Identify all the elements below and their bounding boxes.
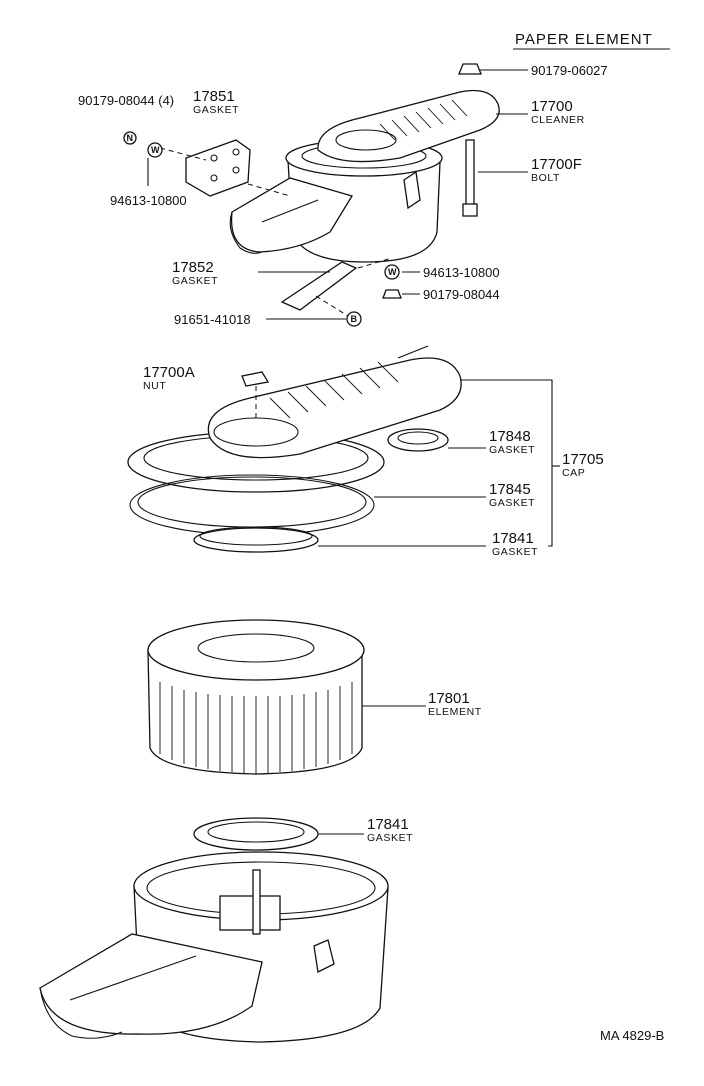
callout-name: GASKET xyxy=(193,104,239,116)
cap-cover-top xyxy=(207,357,462,459)
washer-symbol-letter-right: W xyxy=(388,267,397,277)
cleaner-cap-top xyxy=(317,89,500,163)
callout-number: 90179-08044 (4) xyxy=(78,93,174,108)
snout-mouth xyxy=(229,211,263,254)
callout-gasket-17845: 17845 GASKET xyxy=(489,481,535,509)
callout-name: CAP xyxy=(562,467,585,479)
nut-bracket-symbol xyxy=(123,131,137,145)
callout-name: CLEANER xyxy=(531,114,585,126)
callout-number: 17801 xyxy=(428,690,470,707)
gasket-17841-upper-part xyxy=(193,527,319,553)
gasket-17841-lower-part xyxy=(193,817,319,851)
nut-lower-symbol xyxy=(382,289,402,299)
element-mesh xyxy=(197,633,315,663)
bolt-17700f-head xyxy=(462,203,478,217)
callout-nut-17700a: 17700A NUT xyxy=(143,364,195,392)
callout-number: 94613-10800 xyxy=(110,193,187,208)
callout-name: ELEMENT xyxy=(428,706,482,718)
callout-number: 17700F xyxy=(531,156,582,173)
cleaner-assembly-drawing: N W W B xyxy=(123,63,500,327)
guide-washer-left xyxy=(159,147,207,161)
callout-number: 17841 xyxy=(367,816,409,833)
guide-bolt-lower xyxy=(315,295,349,317)
leader-lines xyxy=(147,69,560,835)
callout-name: NUT xyxy=(143,380,166,392)
cleaner-intake-snout xyxy=(230,177,353,253)
cap-center-boss xyxy=(335,129,397,151)
gasket-17852-part xyxy=(280,261,358,311)
callout-number: 17700 xyxy=(531,98,573,115)
callout-cap: 17705 CAP xyxy=(562,451,604,479)
housing-snout-groove xyxy=(69,955,197,1001)
callout-gasket-17841-lower: 17841 GASKET xyxy=(367,816,413,844)
nut-17700a-part xyxy=(241,371,270,387)
nut-symbol-letter: N xyxy=(127,133,134,143)
callout-cleaner: 17700 CLEANER xyxy=(531,98,585,126)
nut-90179-06027 xyxy=(458,63,482,75)
callout-gasket-17848: 17848 GASKET xyxy=(489,428,535,456)
callout-nut-top: 90179-06027 xyxy=(531,63,608,78)
callout-gasket-17841-upper: 17841 GASKET xyxy=(492,530,538,558)
housing-snout-mouth xyxy=(39,987,123,1039)
callout-number: 17841 xyxy=(492,530,534,547)
callout-washer-left: 94613-10800 xyxy=(110,193,187,208)
callout-number: 94613-10800 xyxy=(423,265,500,280)
footer-code: MA 4829-B xyxy=(600,1028,664,1043)
callout-name: GASKET xyxy=(367,832,413,844)
cap-stud xyxy=(397,345,429,359)
callout-element: 17801 ELEMENT xyxy=(428,690,482,718)
callout-gasket-17852: 17852 GASKET xyxy=(172,259,218,287)
housing-inner-plate xyxy=(219,895,281,931)
cap-cover-ribs xyxy=(269,361,399,419)
callout-bolt: 17700F BOLT xyxy=(531,156,582,184)
callout-number: 17845 xyxy=(489,481,531,498)
callout-number: 17848 xyxy=(489,428,531,445)
callout-name: GASKET xyxy=(492,546,538,558)
cap-assembly-drawing xyxy=(127,345,462,553)
cap-ribs xyxy=(379,99,468,141)
callout-name: GASKET xyxy=(489,497,535,509)
bracket-17851 xyxy=(185,139,251,197)
housing-clip-lower xyxy=(313,939,335,973)
washer-symbol-letter-left: W xyxy=(151,145,160,155)
housing-drawing xyxy=(39,817,389,1043)
callout-number: 17852 xyxy=(172,259,214,276)
washer-left-symbol xyxy=(147,142,163,158)
bolt-symbol-letter: B xyxy=(351,314,358,324)
callout-number: 91651-41018 xyxy=(174,312,251,327)
callout-bolt-lower: 91651-41018 xyxy=(174,312,251,327)
washer-right-symbol xyxy=(384,264,400,280)
callout-name: BOLT xyxy=(531,172,560,184)
element-drawing xyxy=(147,619,365,775)
housing-intake-snout xyxy=(39,933,263,1035)
callout-name: GASKET xyxy=(489,444,535,456)
housing-center-stud xyxy=(252,869,261,935)
bolt-17700f-shank xyxy=(465,139,475,207)
callout-number: 17700A xyxy=(143,364,195,381)
callout-washer-right: 94613-10800 xyxy=(423,265,500,280)
snout-groove xyxy=(261,199,319,223)
callout-number: 17705 xyxy=(562,451,604,468)
diagram-title: PAPER ELEMENT xyxy=(515,31,653,48)
guide-bracket xyxy=(247,183,291,197)
element-pleats xyxy=(159,682,353,774)
callout-number: 90179-08044 xyxy=(423,287,500,302)
housing-clip xyxy=(403,170,421,210)
callout-gasket-17851: 17851 GASKET xyxy=(193,88,239,116)
callout-number: 90179-06027 xyxy=(531,63,608,78)
callout-nut-lower: 90179-08044 xyxy=(423,287,500,302)
callout-number: 17851 xyxy=(193,88,235,105)
bolt-lower-symbol xyxy=(346,311,362,327)
guide-washer-right xyxy=(357,257,393,269)
element-top xyxy=(147,619,365,681)
callout-nut-bracket: 90179-08044 (4) xyxy=(78,93,174,108)
callout-name: GASKET xyxy=(172,275,218,287)
